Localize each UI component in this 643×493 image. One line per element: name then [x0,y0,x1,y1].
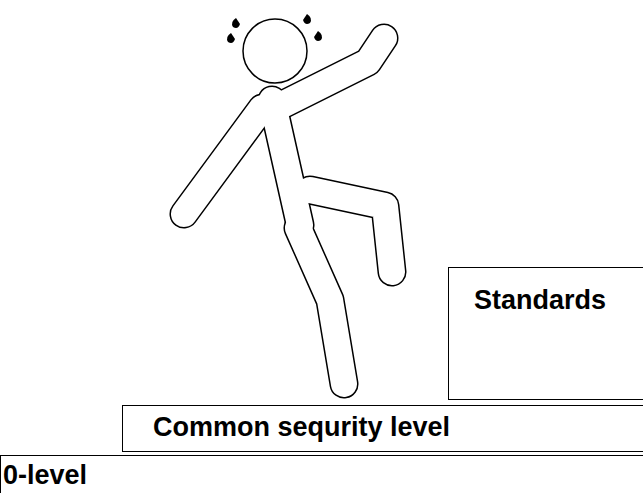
security-level-step: Common sequrity level [122,405,643,452]
sweat-drop [232,18,240,28]
step-label: Common sequrity level [153,412,643,443]
base-level-band: 0-level [0,455,643,493]
stick-figure [184,14,392,384]
figure-standing-leg-fill [298,228,344,384]
sweat-drop [303,14,311,24]
step-label: Standards [474,285,643,316]
figure-standing-leg [298,228,344,384]
figure-head [243,19,307,83]
figure-fill [184,38,392,384]
sweat-drop [314,31,322,41]
figure-torso [272,100,300,225]
figure-left-arm-fill [184,108,262,214]
standards-step: Standards [448,267,643,400]
step-label: 0-level [3,460,643,491]
figure-left-arm [184,108,262,214]
figure-outline [184,38,392,384]
figure-torso-fill [272,100,300,225]
sweat-drops [227,14,322,43]
sweat-drop [227,33,235,43]
